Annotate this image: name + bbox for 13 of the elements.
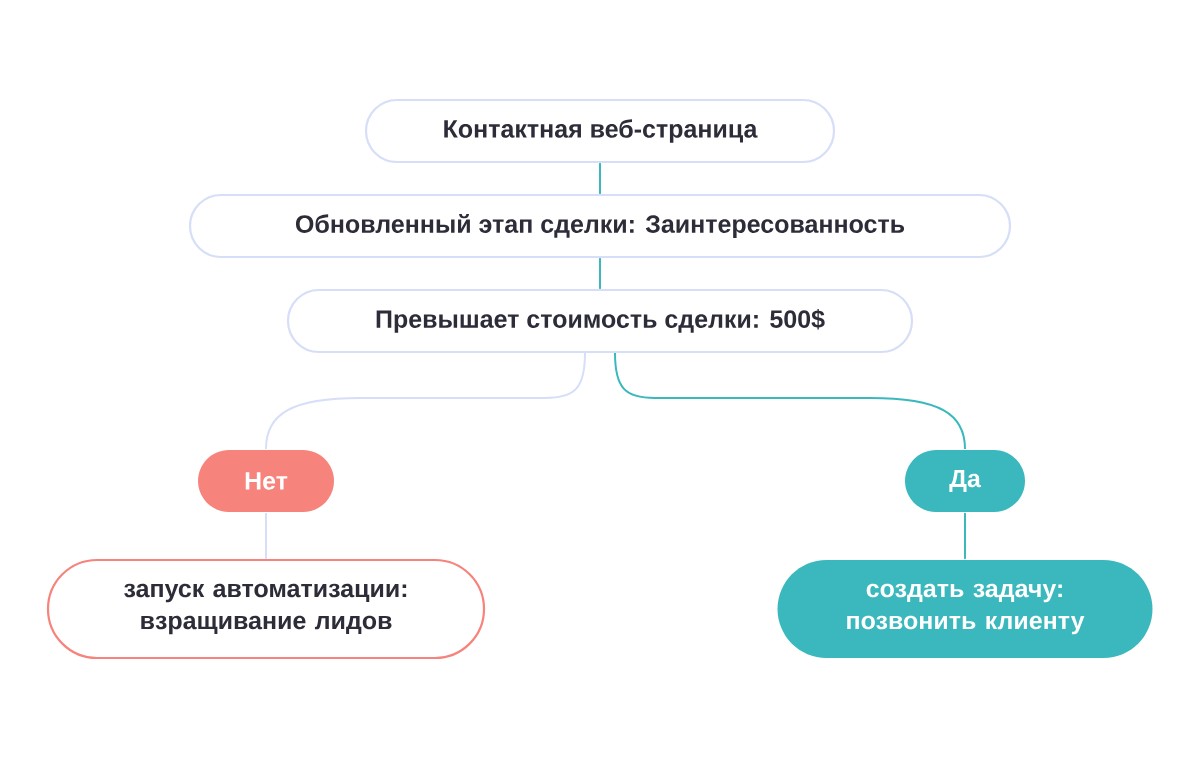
connector-line <box>265 512 267 560</box>
action-box: запуск автоматизации: взращивание лидов <box>46 558 486 660</box>
decision-pill: Да <box>905 450 1025 512</box>
connector-line <box>265 352 586 450</box>
connector-line <box>964 512 966 560</box>
step-box: Контактная веб-страница <box>364 98 836 164</box>
step-box: Превышает стоимость сделки: 500$ <box>286 288 914 354</box>
connector-line <box>599 162 601 195</box>
step-box: Обновленный этап сделки: Заинтересованность <box>188 193 1012 259</box>
decision-pill: Нет <box>198 450 334 512</box>
action-box: создать задачу: позвонить клиенту <box>777 560 1153 658</box>
connector-line <box>599 257 601 290</box>
connector-line <box>614 352 966 450</box>
